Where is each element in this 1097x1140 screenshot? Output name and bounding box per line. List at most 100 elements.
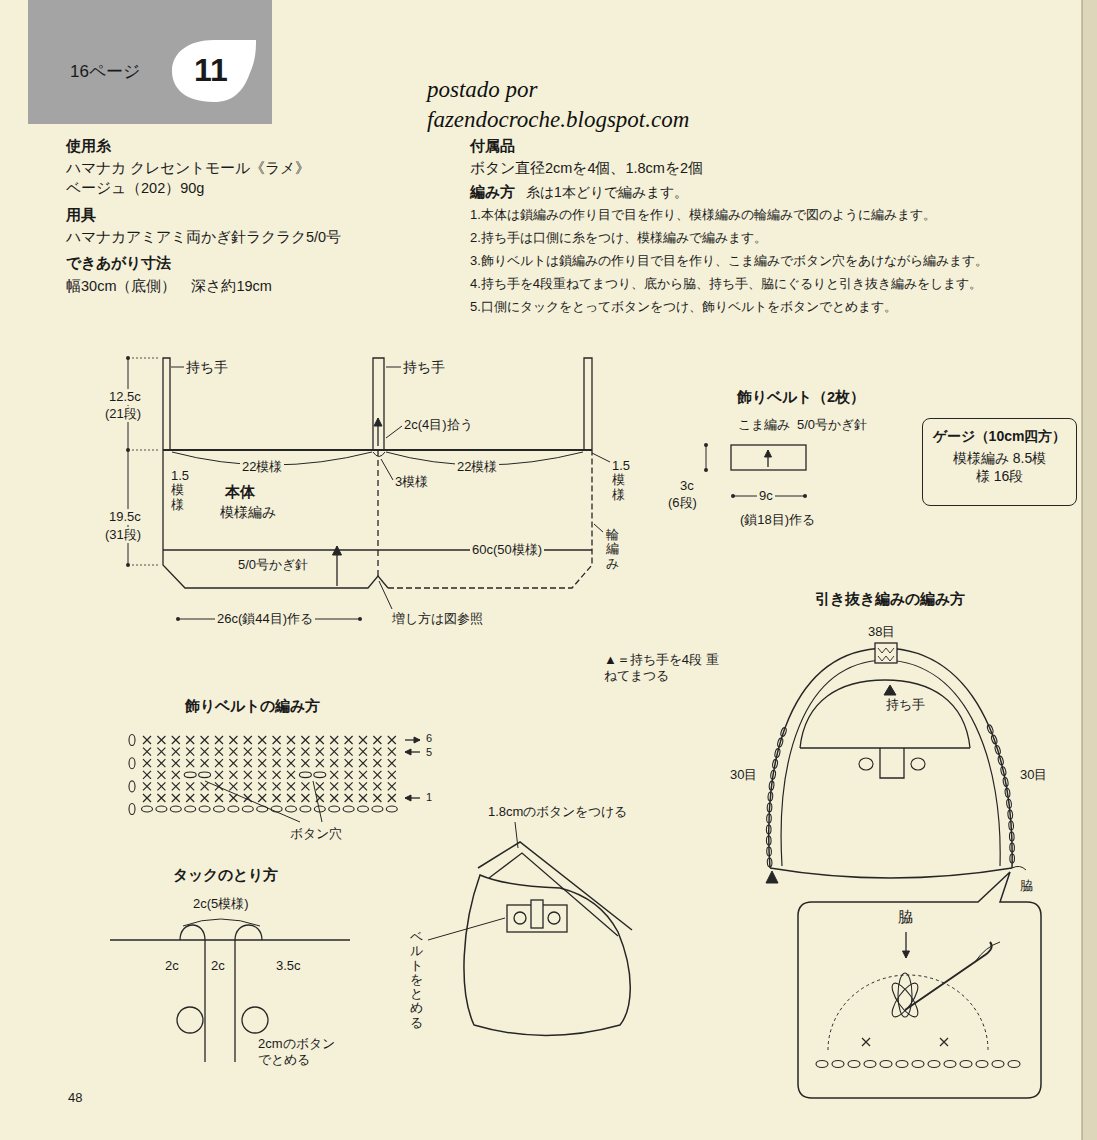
- bag-edge-line: [110, 939, 350, 940]
- button-symbol: [177, 1007, 203, 1033]
- illustration-note: 1.8cmのボタンをつける: [488, 804, 627, 820]
- single-crochet-symbol: [172, 759, 180, 767]
- watermark: postado por: [427, 76, 538, 104]
- chain-stitch-symbol: [343, 806, 354, 812]
- single-crochet-symbol: [373, 771, 381, 779]
- instruction-text: 4.持ち手を4段重ねてまつり、底から脇、持ち手、脇にぐるりと引き抜き編みをします…: [470, 276, 982, 292]
- illustration-note: ▲＝持ち手を4段 重ねてまつる: [604, 652, 722, 683]
- slip-stitch-chain: [1003, 777, 1009, 787]
- single-crochet-symbol: [157, 748, 165, 756]
- chain-stitch-symbol: [832, 1061, 844, 1068]
- row-direction-arrow-head: [414, 737, 420, 743]
- single-crochet-symbol: [330, 782, 338, 790]
- belt-piece-outline: [731, 445, 806, 470]
- body-dimension-label: (31段): [103, 527, 143, 543]
- single-crochet-symbol: [215, 736, 223, 744]
- single-crochet-symbol: [172, 748, 180, 756]
- single-crochet-symbol: [186, 794, 194, 802]
- tuck-fold-line: [204, 940, 205, 1062]
- slip-stitch-chain: [772, 759, 778, 769]
- belt-chart-label: 1: [426, 791, 432, 804]
- single-crochet-symbol: [215, 782, 223, 790]
- instruction-text: 2.持ち手は口側に糸をつけ、模様編みで編みます。: [470, 230, 767, 246]
- single-crochet-symbol: [186, 782, 194, 790]
- single-crochet-symbol: [186, 759, 194, 767]
- chain-stitch-symbol: [214, 806, 225, 812]
- chain-stitch-symbol: [928, 1061, 940, 1068]
- instruction-text: できあがり寸法: [66, 254, 171, 272]
- single-crochet-symbol: [143, 759, 151, 767]
- single-crochet-symbol: [359, 771, 367, 779]
- instruction-text: 幅30cm（底側） 深さ約19cm: [66, 278, 272, 295]
- single-crochet-symbol: [143, 771, 151, 779]
- watermark: fazendocroche.blogspot.com: [427, 106, 689, 134]
- slip-stitch-chain: [1006, 799, 1012, 809]
- turning-chain-symbol: [129, 804, 135, 815]
- single-crochet-symbol: [273, 782, 281, 790]
- bag-handle-illustration: [489, 853, 618, 936]
- tuck-label: 2c: [165, 958, 179, 974]
- buttonhole-chain-symbol: [199, 772, 211, 778]
- single-crochet-symbol: [359, 794, 367, 802]
- leader-line: [381, 459, 393, 480]
- bag-opening-illustration: [800, 747, 970, 748]
- button-symbol: [242, 1007, 268, 1033]
- belt-chart-label: ボタン穴: [290, 826, 342, 842]
- slip-stitch-chain: [1009, 821, 1014, 830]
- chain-stitch-symbol: [880, 1061, 892, 1068]
- button-symbol: [548, 912, 560, 924]
- belt-dimension-label: (鎖18目)作る: [740, 512, 815, 528]
- row-direction-arrow-head: [405, 795, 411, 801]
- instruction-text: 編み方: [470, 183, 515, 201]
- single-crochet-symbol: [157, 782, 165, 790]
- slip-stitch-chain: [766, 836, 771, 845]
- single-crochet-symbol: [172, 782, 180, 790]
- single-crochet-symbol: [258, 771, 266, 779]
- leader-line: [592, 453, 610, 462]
- badge-shape-path: [172, 40, 256, 102]
- leader-line: [515, 822, 518, 848]
- chain-stitch-symbol: [960, 1061, 972, 1068]
- bag-body-piece: 本体模様編み: [163, 450, 592, 588]
- single-crochet-symbol: [201, 748, 209, 756]
- single-crochet-symbol: [172, 771, 180, 779]
- bag-handle-illustration: [478, 842, 632, 930]
- body-dimension-label: 26c(鎖44目)作る: [215, 611, 315, 627]
- illustration-note: ベルトをとめる: [410, 930, 423, 1030]
- single-crochet-symbol: [201, 759, 209, 767]
- single-crochet-symbol: [862, 1038, 870, 1046]
- belt-dimension-label: 飾りベルト（2枚）: [737, 389, 865, 406]
- single-crochet-symbol: [157, 794, 165, 802]
- belt-tab-illustration: [531, 900, 543, 928]
- single-crochet-symbol: [287, 794, 295, 802]
- single-crochet-symbol: [330, 748, 338, 756]
- single-crochet-symbol: [359, 782, 367, 790]
- single-crochet-symbol: [373, 794, 381, 802]
- single-crochet-symbol: [143, 748, 151, 756]
- turning-chain-symbol: [129, 781, 135, 792]
- instruction-text: 糸は1本どりで編みます。: [526, 184, 688, 201]
- chain-stitch-symbol: [992, 1061, 1004, 1068]
- bag-body-outline: [388, 450, 592, 588]
- slip-stitch-chain: [774, 748, 781, 758]
- leader-line: [205, 781, 300, 822]
- tuck-label: 2c(5模様): [193, 896, 249, 912]
- pattern-number: 11: [172, 51, 250, 89]
- belt-chart-label: 6: [426, 732, 432, 745]
- single-crochet-symbol: [157, 771, 165, 779]
- chain-stitch-symbol: [816, 1061, 828, 1068]
- slip-stitch-chain: [767, 858, 772, 867]
- belt-dimension-label: こま編み: [738, 417, 790, 433]
- single-crochet-symbol: [273, 794, 281, 802]
- body-dimension-label: 1.5模様: [612, 459, 635, 502]
- belt-dimension-label: 5/0号かぎ針: [797, 417, 867, 433]
- single-crochet-symbol: [244, 736, 252, 744]
- triangle-mark: [766, 871, 778, 883]
- instruction-text: 1.本体は鎖編みの作り目で目を作り、模様編みの輪編みで図のように編みます。: [470, 207, 936, 223]
- single-crochet-symbol: [258, 782, 266, 790]
- belt-dimension-label: 3c: [680, 478, 694, 494]
- single-crochet-symbol: [229, 782, 237, 790]
- slip-stitch-chain: [780, 727, 787, 737]
- leader-line: [386, 426, 402, 438]
- body-dimension-label: 持ち手: [186, 359, 228, 376]
